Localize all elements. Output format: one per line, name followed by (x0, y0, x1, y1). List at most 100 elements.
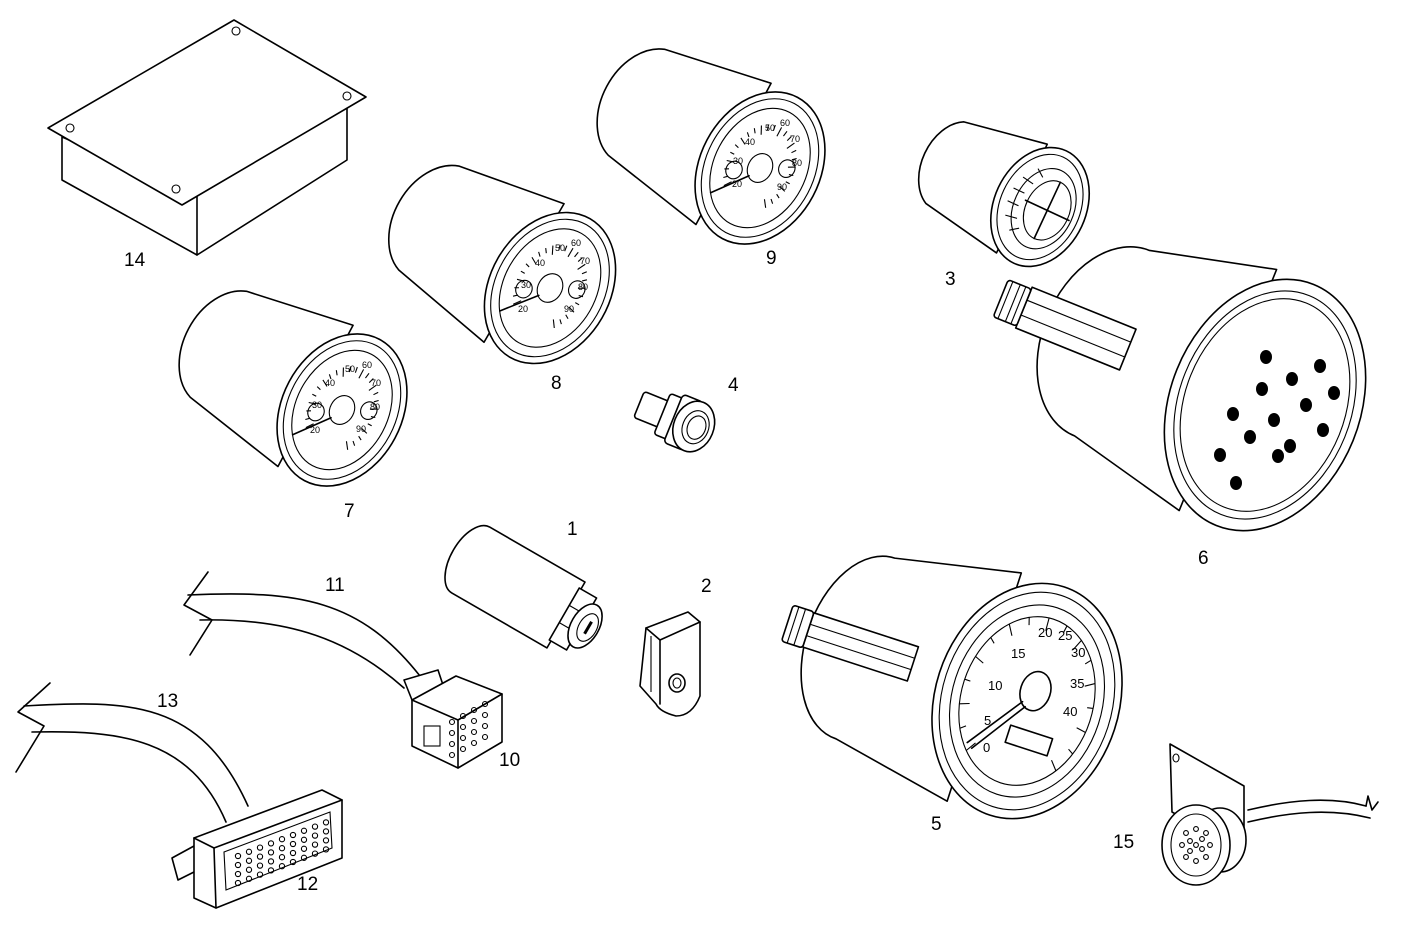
dial-label: 50 (345, 364, 355, 374)
dial-label: 40 (1063, 704, 1077, 719)
connector-pin (267, 858, 275, 865)
speedo-tick (1084, 683, 1096, 687)
connector-pin (311, 832, 319, 839)
gauge-tick (575, 302, 580, 306)
sender-unit-holes (1214, 350, 1340, 490)
gauge-tick (577, 287, 586, 289)
gauge-tick (369, 408, 378, 410)
connector-pin (278, 836, 286, 843)
callout-6: 6 (1198, 548, 1209, 569)
dial-label: 40 (535, 258, 545, 268)
dial-label: 40 (745, 137, 755, 147)
connector-pin (322, 837, 330, 844)
connector-pin (1203, 830, 1209, 836)
connector-12 (171, 789, 343, 909)
dial-label: 80 (370, 402, 380, 412)
speedo-tick (966, 742, 976, 751)
gauge-tick (782, 130, 788, 137)
gauge-tick (358, 369, 365, 379)
dial-label: 30 (1071, 645, 1085, 660)
gauge-small-left-scale: 20 30 40 50 60 70 80 90 (310, 360, 381, 435)
dial-label: 35 (1070, 676, 1084, 691)
control-box (47, 19, 367, 256)
speedo-tick (1045, 618, 1050, 631)
gauge-tick (581, 271, 587, 275)
gauge-tick (345, 441, 349, 450)
gauge-tick (770, 198, 774, 204)
connector-pin (256, 853, 264, 860)
gauge-tick (723, 175, 729, 179)
connector-pin (234, 870, 242, 878)
gauge-tick (551, 245, 554, 255)
connector-pin (481, 700, 489, 708)
gauge-tick (776, 127, 783, 137)
callout-12: 12 (297, 874, 318, 895)
connector-pin (448, 740, 456, 748)
speedo-tick (1076, 727, 1086, 734)
connector-pin (256, 862, 264, 869)
dial-label: 20 (732, 179, 742, 189)
callout-13: 13 (157, 691, 178, 712)
dial-label: 90 (564, 304, 574, 314)
connector-pin (300, 827, 308, 834)
gauge-tick (574, 251, 579, 258)
connector-pin (470, 706, 478, 714)
dial-label: 60 (780, 118, 790, 128)
connector-pin (470, 739, 478, 747)
connector-pin (245, 866, 253, 873)
gauge-tick (514, 287, 519, 289)
callout-4: 4 (728, 375, 739, 396)
harness-cable-11 (183, 571, 421, 689)
dial-label: 20 (1038, 625, 1052, 640)
gauge-tick (342, 367, 344, 377)
connector-pin (1187, 848, 1193, 854)
gauge-small-middle-scale: 20 30 40 50 60 70 80 90 (518, 238, 590, 314)
connector-pin (1183, 854, 1189, 860)
connector-pin (470, 717, 478, 725)
connector-pin (459, 734, 467, 742)
callout-11: 11 (325, 575, 345, 596)
gauge-tick (763, 199, 767, 208)
warning-lamp (633, 391, 716, 453)
gauge-tick (335, 370, 338, 376)
connector-pin (245, 848, 253, 855)
gauge-tick (516, 278, 525, 282)
gauge-small-left (178, 290, 408, 487)
callout-10: 10 (499, 750, 520, 771)
connector-pin (256, 844, 264, 851)
sender-unit-large (993, 246, 1367, 532)
connector-pin (470, 728, 478, 736)
connector-pin (311, 841, 319, 848)
gauge-tick (316, 386, 321, 391)
gauge-tick (558, 244, 561, 251)
gauge-tick (726, 159, 735, 163)
gauge-tick (766, 124, 770, 131)
dial-label: 50 (765, 123, 775, 133)
speedo-tick (1051, 759, 1057, 771)
connector-pin (459, 745, 467, 753)
connector-pin (311, 850, 319, 857)
speedo-tick (1008, 624, 1013, 636)
callout-14: 14 (124, 250, 146, 271)
dial-label: 30 (312, 400, 322, 410)
connector-pin (459, 723, 467, 731)
gauge-tick (367, 423, 372, 427)
callout-7: 7 (344, 501, 355, 522)
callout-labels: 1 2 3 4 5 6 7 8 9 10 11 12 13 14 15 (124, 248, 1209, 895)
connector-pin (448, 751, 456, 759)
gauge-tick (567, 247, 574, 258)
dial-label: 25 (1058, 628, 1072, 643)
speedo-tick (1068, 748, 1074, 755)
gauge-tick (788, 174, 794, 177)
gauge-tick (305, 423, 314, 429)
dial-label: 5 (984, 713, 991, 728)
gauge-tick (308, 401, 317, 405)
connector-pin (278, 845, 286, 852)
connector-pin (1199, 836, 1205, 842)
gauge-tick (786, 136, 792, 141)
connector-pin (278, 854, 286, 861)
gauge-tick (772, 124, 776, 131)
connector-pin (289, 831, 297, 839)
connector-pin (322, 828, 330, 835)
gauge-small-top-scale: 20 30 40 50 60 70 80 90 (732, 118, 802, 192)
